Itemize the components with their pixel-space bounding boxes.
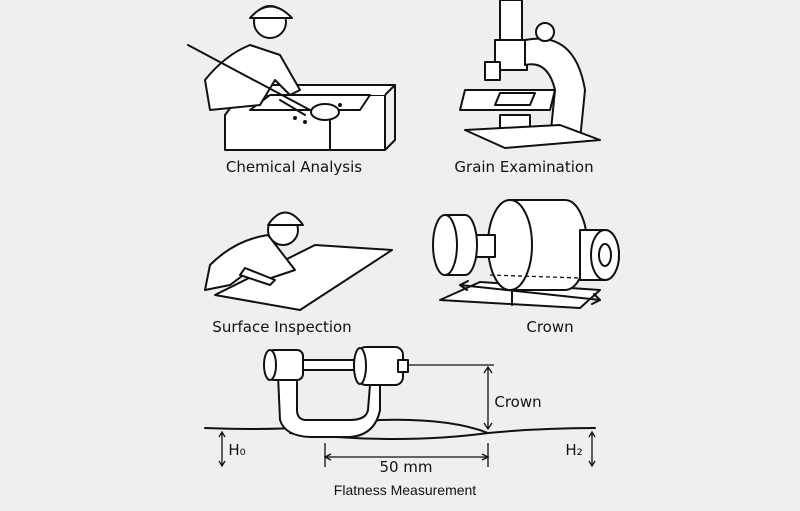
crown-roller-illustration <box>432 199 620 309</box>
h2-label: H₂ <box>565 441 583 459</box>
grain-examination-label: Grain Examination <box>454 158 594 176</box>
flatness-crown-label: Crown <box>494 393 542 411</box>
h0-label: H₀ <box>228 441 246 459</box>
surface-inspection-illustration <box>204 211 393 311</box>
crown-label: Crown <box>526 318 574 336</box>
chemical-analysis-label: Chemical Analysis <box>225 158 363 176</box>
microscope-illustration <box>459 0 601 149</box>
surface-inspection-label: Surface Inspection <box>212 318 352 336</box>
chemical-analysis-illustration <box>187 5 396 151</box>
span-label: 50 mm <box>379 458 433 476</box>
flatness-caption: Flatness Measurement <box>333 482 477 498</box>
flatness-illustration <box>204 346 596 468</box>
